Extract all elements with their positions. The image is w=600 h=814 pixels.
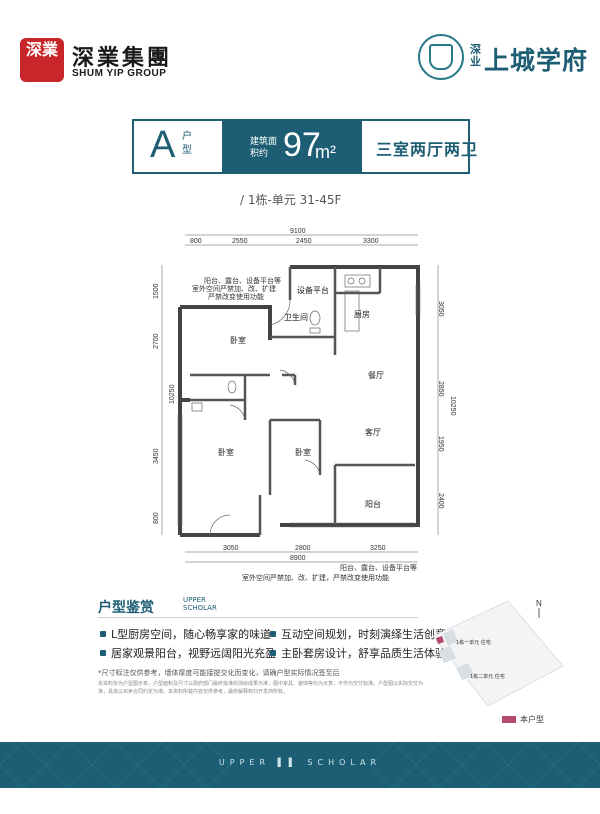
unit-rooms: 三室两厅两卫 [376,140,479,159]
floor-plan: 9100 800 2550 2450 3300 3050 2800 3250 8… [153,228,456,572]
dim-bottom-2: 3250 [370,545,386,552]
dim-top-3: 3300 [363,238,379,245]
features-title-en: UPPER SCHOLAR [183,596,217,612]
legend-label: 本户型 [520,715,544,724]
features-note: *尺寸标注仅供参考，墙体厚度可能接提交化而变化，请确户型实际情况签至后 [98,669,340,677]
feature-bullet-icon [100,650,106,656]
dim-top-1: 2550 [232,238,248,245]
dim-left-1: 2700 [153,333,160,349]
site-map: N 1栋一单元 住宅 1栋二单元 住宅 [432,599,564,707]
north-label: N [536,599,542,608]
dim-bottom-total: 8900 [290,555,306,562]
unit-area-panel [222,119,362,174]
room-kitchen: 厨房 [354,309,370,319]
room-balcony: 阳台 [365,499,381,509]
feature-bullet-icon [270,631,276,637]
feature-bullet-icon [270,650,276,656]
room-dining: 餐厅 [368,371,384,380]
project-emblem-icon [418,34,464,80]
brand-name-en: SHUM YIP GROUP [72,68,167,79]
feature-item-1: 互动空间规划，时刻演绎生活创意 [281,628,446,641]
room-living: 客厅 [365,427,381,437]
dim-right-0: 3050 [437,301,444,317]
unit-type-sub: 户型 [182,131,192,156]
project-shield-icon [429,44,453,70]
unit-area-unit: m² [315,142,336,162]
dim-left-total: 10250 [169,384,176,404]
room-equipment-platform: 设备平台 [297,285,329,295]
room-bedroom-3: 卧室 [295,447,311,457]
features-disclaimer: 本资料仅为户型图示意，户型面积及尺寸以政府部门最终批准的测绘成果为准，图中家具、… [98,681,424,695]
footer-band [0,742,600,788]
brand-name-cn: 深業集團 [72,45,173,71]
features-divider [98,617,418,618]
legend-swatch [502,716,516,723]
project-name: 上城学府 [484,46,589,75]
dim-right-3: 2400 [437,493,444,509]
unit-area-label: 建筑面积约 [250,137,278,159]
dim-top-2: 2450 [296,238,312,245]
features-title-en-0: UPPER [183,596,206,604]
plan-note-top-2: 严禁改变使用功能 [208,292,264,301]
brand-logo-icon: 深業 [20,38,64,82]
current-unit-marker [436,636,444,644]
footer-pattern [0,742,600,788]
dim-right-2: 1950 [437,436,444,452]
plan-note-top-1: 室外空间严禁加、改、扩建 [192,284,276,293]
dim-bottom-1: 2800 [295,545,311,552]
features-title: 户型鉴赏 [98,600,154,616]
feature-bullet-icon [100,631,106,637]
feature-item-2: 居家观景阳台，视野远阔阳光充盈 [111,647,276,660]
dim-left-2: 3450 [153,448,160,464]
room-bedroom-1: 卧室 [230,335,246,345]
dim-top-total: 9100 [290,228,306,235]
dim-left-0: 1500 [153,283,160,299]
sitemap-label-2: 1栋二单元 住宅 [470,673,505,680]
features-title-en-1: SCHOLAR [183,604,217,612]
feature-item-0: L型厨房空间，随心畅享家的味道 [111,628,272,641]
room-bedroom-2: 卧室 [218,447,234,457]
room-bathroom: 卫生间 [284,312,308,322]
unit-building: / 1栋-单元 31-45F [240,193,342,207]
unit-type-letter: A [150,124,176,166]
footer-text: UPPER ▌▌ SCHOLAR [218,758,382,767]
plan-note-top-0: 阳台、露台、设备平台等 [204,276,281,285]
dim-left-3: 800 [153,512,160,524]
dim-top-0: 800 [190,238,202,245]
plan-note-bottom-0: 阳台、露台、设备平台等 [340,563,417,572]
sitemap-label-1: 1栋一单元 住宅 [456,639,491,646]
unit-area-value: 97 [283,126,321,164]
feature-item-3: 主卧套房设计，舒享品质生活体验 [281,647,446,660]
dim-right-1: 2850 [437,381,444,397]
dim-bottom-0: 3050 [223,545,239,552]
project-prefix: 深业 [470,43,481,68]
plan-note-bottom-1: 室外空间严禁加、改、扩建，严禁改变使用功能 [242,574,389,582]
dim-right-total: 10250 [449,396,456,416]
